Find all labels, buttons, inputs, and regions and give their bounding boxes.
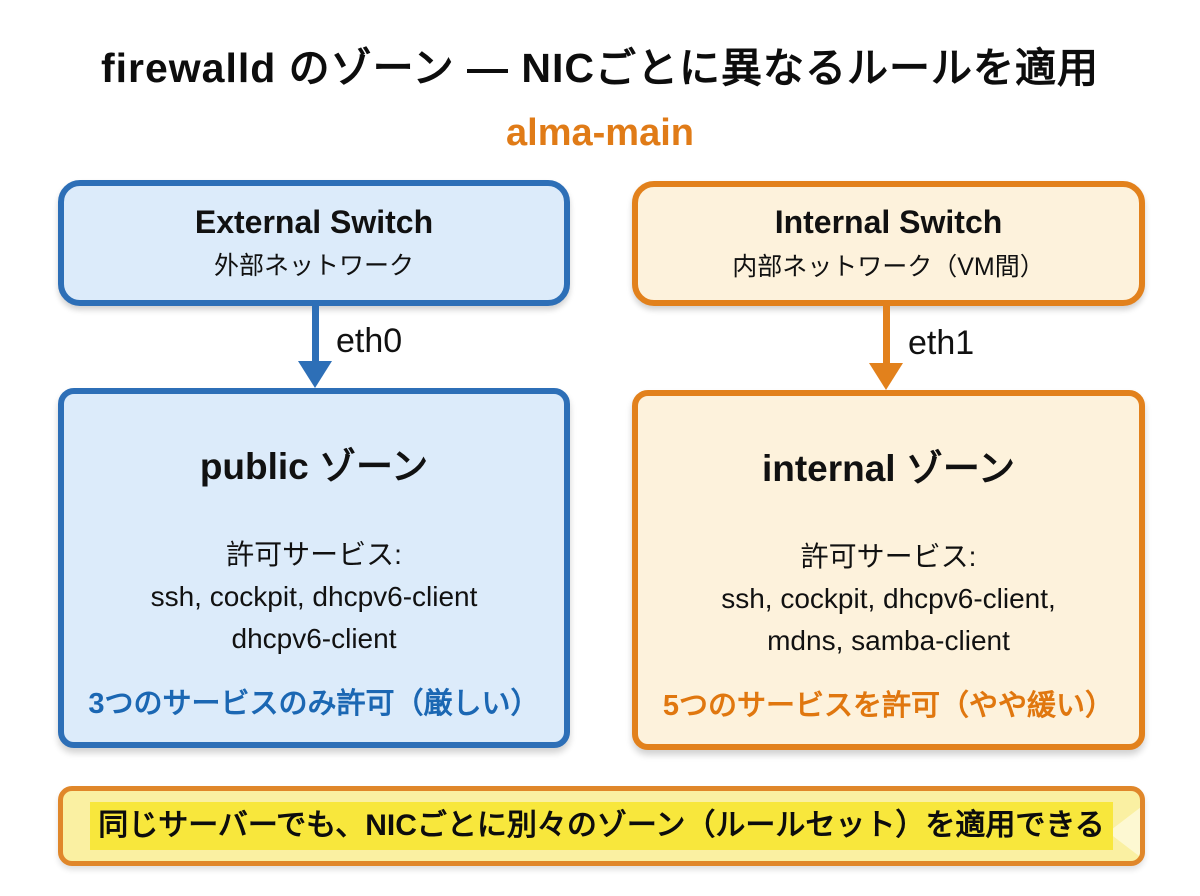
public-zone-box: public ゾーン 許可サービス: ssh, cockpit, dhcpv6-… — [58, 388, 570, 748]
public-zone-services: 許可サービス: ssh, cockpit, dhcpv6-client dhcp… — [151, 534, 478, 660]
note-banner: 同じサーバーでも、NICごとに別々のゾーン（ルールセット）を適用できる — [58, 786, 1145, 866]
internal-services-label: 許可サービス: — [800, 541, 977, 572]
eth0-arrowhead-icon — [298, 361, 332, 388]
internal-zone-services: 許可サービス: ssh, cockpit, dhcpv6-client, mdn… — [721, 536, 1056, 662]
public-services-line-1: ssh, cockpit, dhcpv6-client — [150, 581, 478, 612]
eth1-arrowhead-icon — [869, 363, 903, 390]
external-switch-title: External Switch — [194, 203, 434, 240]
internal-zone-title: internal ゾーン — [761, 448, 1016, 489]
internal-switch-title: Internal Switch — [774, 204, 1003, 241]
external-switch-subtitle: 外部ネットワーク — [213, 252, 414, 281]
internal-switch-subtitle: 内部ネットワーク（VM間） — [732, 252, 1045, 281]
note-text: 同じサーバーでも、NICごとに別々のゾーン（ルールセット）を適用できる — [90, 802, 1113, 850]
diagram-title: firewalld のゾーン — NICごとに異なるルールを適用 — [100, 45, 1100, 91]
public-services-label: 許可サービス: — [226, 539, 402, 570]
eth0-label: eth0 — [336, 322, 403, 360]
eth0-arrow-icon — [312, 303, 319, 363]
internal-zone-summary: 5つのサービスを許可（やや緩い） — [662, 690, 1115, 722]
eth1-arrow-icon — [883, 305, 890, 365]
banner-notch-decoration — [1108, 806, 1140, 859]
eth1-label: eth1 — [908, 324, 975, 362]
public-zone-summary: 3つのサービスのみ許可（厳しい） — [88, 688, 540, 720]
host-label: alma-main — [506, 112, 694, 154]
internal-zone-box: internal ゾーン 許可サービス: ssh, cockpit, dhcpv… — [632, 390, 1145, 750]
internal-services-line-1: ssh, cockpit, dhcpv6-client, — [721, 583, 1056, 614]
public-services-line-2: dhcpv6-client — [231, 623, 397, 654]
internal-services-line-2: mdns, samba-client — [767, 625, 1010, 656]
internal-switch-box: Internal Switch 内部ネットワーク（VM間） — [632, 181, 1145, 306]
public-zone-title: public ゾーン — [199, 446, 429, 487]
external-switch-box: External Switch 外部ネットワーク — [58, 180, 570, 306]
